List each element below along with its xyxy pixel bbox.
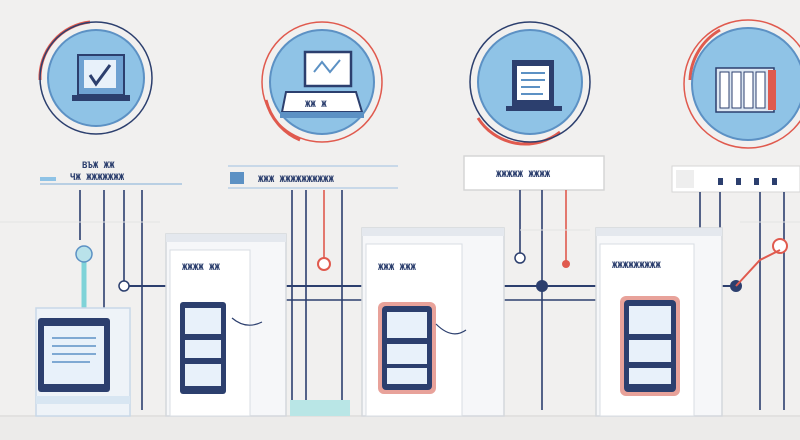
unit-2-label: ЖЖЖ ЖЖЖ xyxy=(378,263,417,273)
label-box-3: ЖЖЖЖЖ ЖЖЖЖ xyxy=(463,155,605,191)
label-3: ЖЖЖЖЖ ЖЖЖЖ xyxy=(496,170,551,180)
server-unit-1: ЖЖЖЖ ЖЖ xyxy=(165,233,287,417)
unit-1-label: ЖЖЖЖ ЖЖ xyxy=(182,263,221,273)
label-group-1: ВЪЖ ЖЖ ЧЖ ЖЖЖЖЖЖЖ xyxy=(40,161,182,185)
label-2: ЖЖЖ ЖЖЖЖЖЖЖЖЖЖ xyxy=(258,175,334,185)
server-unit-2: ЖЖЖ ЖЖЖ xyxy=(290,227,505,417)
server-unit-3: ЖЖЖЖЖЖЖЖЖ xyxy=(595,227,723,417)
label-1-line2: ЧЖ ЖЖЖЖЖЖЖ xyxy=(70,173,125,183)
document-screen-icon xyxy=(506,60,562,111)
label-group-2: ЖЖЖ ЖЖЖЖЖЖЖЖЖЖ xyxy=(228,165,398,189)
background-lines xyxy=(0,221,800,231)
server-rack-icon xyxy=(715,67,776,113)
label-group-4 xyxy=(671,165,800,193)
circle-badge-laptop: ЖЖ Ж xyxy=(261,21,383,143)
laptop-icon: ЖЖ Ж xyxy=(280,50,364,118)
circle-badge-monitor xyxy=(38,20,153,135)
label-1-line1: ВЪЖ ЖЖ xyxy=(82,161,115,171)
circle-badge-document xyxy=(469,21,591,146)
accent-connector xyxy=(735,249,781,287)
unit-3-label: ЖЖЖЖЖЖЖЖЖ xyxy=(612,261,661,271)
accent-arc xyxy=(688,28,721,81)
circle-badge-server xyxy=(683,19,800,149)
floor xyxy=(0,415,800,440)
laptop-text: ЖЖ Ж xyxy=(305,100,327,110)
teal-base xyxy=(290,400,350,416)
kiosk-terminal xyxy=(35,245,131,417)
monitor-icon xyxy=(72,54,130,101)
